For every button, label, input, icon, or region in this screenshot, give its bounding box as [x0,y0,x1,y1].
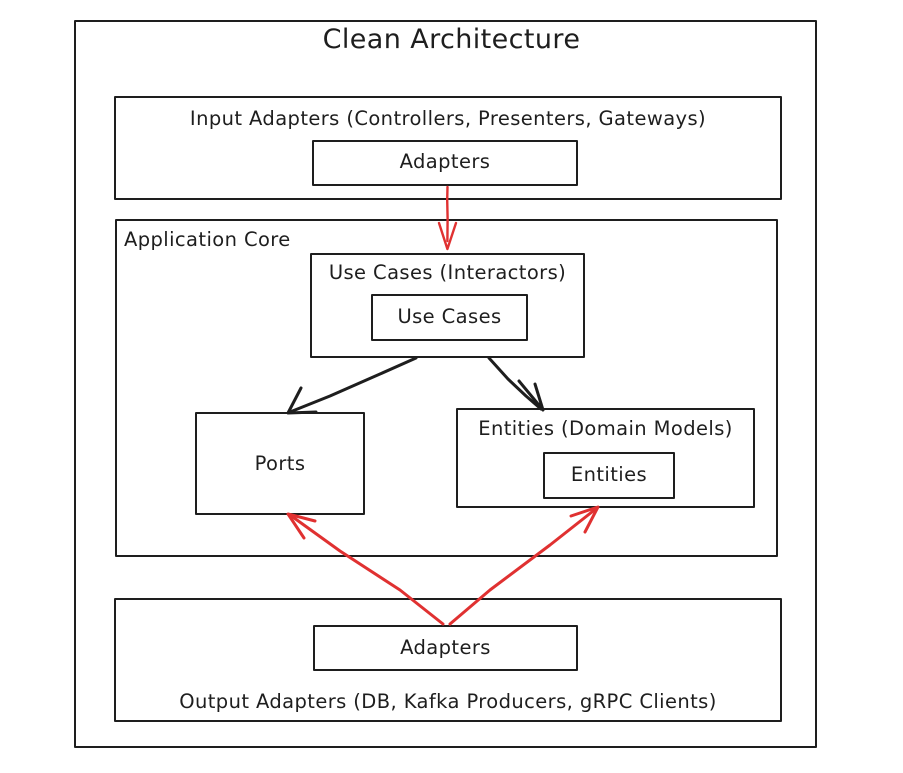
entities-group[interactable] [456,408,755,508]
input-adapters-label: Input Adapters (Controllers, Presenters,… [189,107,707,130]
ports-node[interactable] [195,412,365,515]
use-cases-node[interactable] [371,294,528,341]
output-adapters-label: Output Adapters (DB, Kafka Producers, gR… [179,690,717,713]
input-adapters-node-label: Adapters [399,150,491,173]
diagram-outer-frame [74,20,817,748]
page-title: Clean Architecture [322,24,581,55]
ports-node-label: Ports [254,452,306,475]
entities-node[interactable] [543,452,675,499]
application-core-label: Application Core [124,228,291,251]
output-adapters-node[interactable] [313,625,578,671]
use-cases-node-label: Use Cases [397,305,502,328]
use-cases-label: Use Cases (Interactors) [328,261,567,284]
output-adapters-group[interactable] [114,598,782,722]
entities-label: Entities (Domain Models) [478,417,733,440]
entities-node-label: Entities [570,463,648,486]
input-adapters-node[interactable] [312,140,578,186]
use-cases-group[interactable] [310,253,585,358]
output-adapters-node-label: Adapters [400,636,491,659]
